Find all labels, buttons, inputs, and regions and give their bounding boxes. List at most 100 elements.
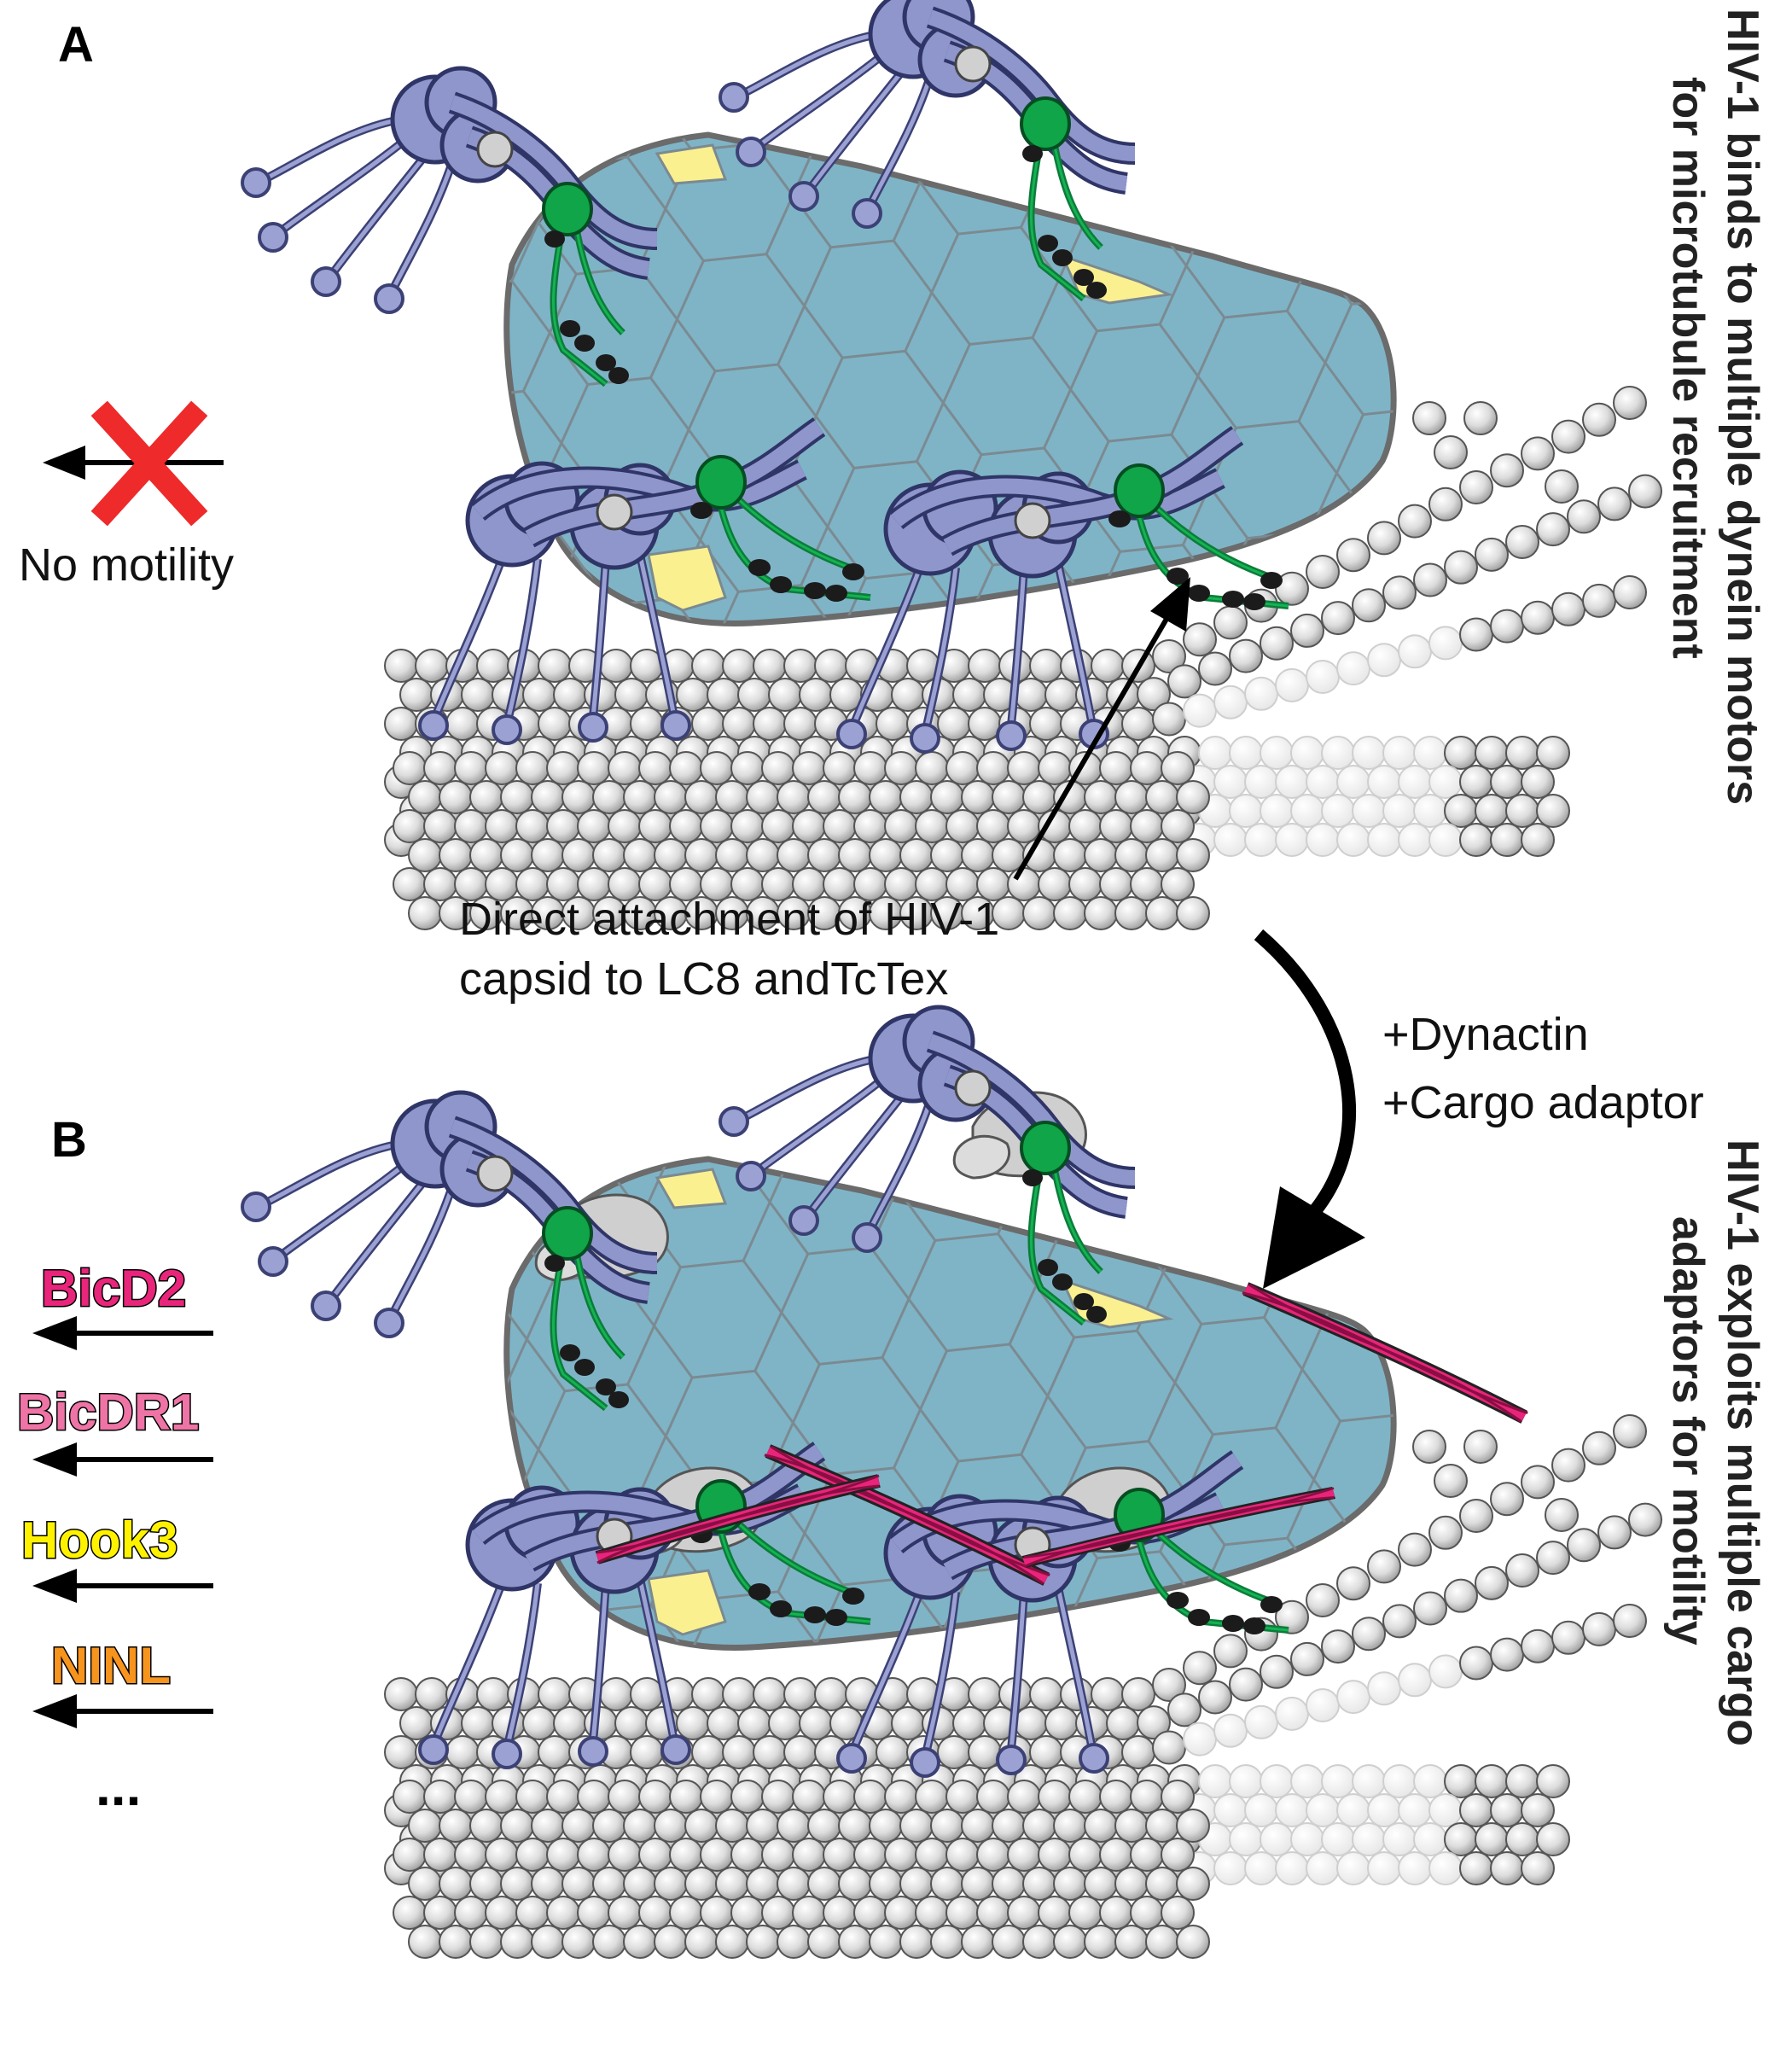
tubulin-subunit xyxy=(1022,780,1056,814)
tubulin-subunit xyxy=(915,1838,949,1872)
tubulin-subunit xyxy=(608,751,642,785)
tubulin-subunit xyxy=(1367,1671,1401,1706)
tubulin-subunit xyxy=(1398,1851,1432,1885)
tubulin-subunit xyxy=(1428,1515,1463,1550)
tubulin-subunit xyxy=(408,1867,442,1901)
tubulin-subunit xyxy=(546,809,580,843)
tubulin-subunit xyxy=(1463,401,1498,435)
tubulin-subunit xyxy=(768,678,802,712)
tubulin-subunit xyxy=(1260,794,1294,828)
tubulin-subunit xyxy=(1475,736,1509,770)
tubulin-subunit xyxy=(976,1838,1010,1872)
tubulin-subunit xyxy=(761,809,795,843)
tubulin-subunit xyxy=(399,1706,433,1740)
tubulin-subunit xyxy=(1198,1764,1232,1798)
tubulin-subunit xyxy=(384,1677,418,1711)
tubulin-subunit xyxy=(823,751,857,785)
tubulin-subunit xyxy=(1428,626,1463,661)
tubulin-subunit xyxy=(814,1677,848,1711)
tubulin-subunit xyxy=(1613,386,1647,420)
tubulin-subunit xyxy=(1161,1838,1195,1872)
tubulin-subunit xyxy=(1121,707,1155,741)
tubulin-subunit xyxy=(1551,1620,1585,1655)
tubulin-subunit xyxy=(1475,1822,1509,1856)
tubulin-subunit xyxy=(777,1925,811,1959)
tubulin-subunit xyxy=(1336,765,1370,799)
tubulin-subunit xyxy=(1099,867,1133,901)
tubulin-subunit xyxy=(1260,626,1294,661)
tubulin-subunit xyxy=(1176,838,1210,872)
tubulin-subunit xyxy=(500,1809,534,1843)
tubulin-subunit xyxy=(1628,1502,1662,1537)
tubulin-subunit xyxy=(461,678,495,712)
tubulin-subunit xyxy=(553,678,587,712)
pentamer xyxy=(655,1168,728,1209)
tubulin-subunit xyxy=(654,1867,688,1901)
tubulin-subunit xyxy=(1444,1578,1478,1613)
tubulin-subunit xyxy=(930,1867,964,1901)
tubulin-subunit xyxy=(1475,537,1509,572)
tubulin-subunit xyxy=(1114,1867,1149,1901)
tubulin-subunit xyxy=(1551,1448,1585,1483)
tubulin-subunit xyxy=(684,1809,719,1843)
tubulin-subunit xyxy=(899,1867,934,1901)
tubulin-subunit xyxy=(1413,1822,1447,1856)
tubulin-subunit xyxy=(1213,1793,1248,1827)
tubulin-subunit xyxy=(638,809,672,843)
tubulin-subunit xyxy=(884,1896,918,1930)
tubulin-subunit xyxy=(722,707,756,741)
tubulin-subunit xyxy=(1275,765,1309,799)
tubulin-subunit xyxy=(1260,1654,1294,1689)
tubulin-subunit xyxy=(1114,780,1149,814)
tubulin-subunit xyxy=(1490,453,1524,488)
tubulin-subunit xyxy=(584,1706,618,1740)
tubulin-subunit xyxy=(853,1780,887,1814)
tubulin-subunit xyxy=(1613,575,1647,609)
tubulin-subunit xyxy=(669,809,703,843)
tubulin-subunit xyxy=(415,1677,449,1711)
tubulin-subunit xyxy=(538,1677,572,1711)
tubulin-subunit xyxy=(592,1809,626,1843)
tubulin-subunit xyxy=(792,1780,826,1814)
tubulin-subunit xyxy=(899,780,934,814)
tubulin-subunit xyxy=(753,1735,787,1769)
tubulin-subunit xyxy=(937,707,971,741)
tubulin-subunit xyxy=(1536,794,1570,828)
microtubule-b xyxy=(384,1414,1662,1959)
tubulin-subunit xyxy=(1260,1764,1294,1798)
tubulin-subunit xyxy=(638,1780,672,1814)
tubulin-subunit xyxy=(415,649,449,683)
svg-text:adaptors for motility: adaptors for motility xyxy=(1663,1216,1713,1646)
tubulin-subunit xyxy=(1382,736,1417,770)
tubulin-subunit xyxy=(1382,1822,1417,1856)
tubulin-subunit xyxy=(1505,1822,1539,1856)
tubulin-subunit xyxy=(1505,1764,1539,1798)
tubulin-subunit xyxy=(584,678,618,712)
tubulin-subunit xyxy=(1306,765,1340,799)
tubulin-subunit xyxy=(408,1925,442,1959)
tubulin-subunit xyxy=(1130,1896,1164,1930)
tubulin-subunit xyxy=(393,867,427,901)
tubulin-subunit xyxy=(469,838,503,872)
tubulin-subunit xyxy=(1597,1515,1632,1550)
tubulin-subunit xyxy=(1306,1793,1340,1827)
tubulin-subunit xyxy=(1382,1764,1417,1798)
tubulin-subunit xyxy=(1475,1565,1509,1600)
panel-a-side-title: HIV-1 binds to multiple dynein motors fo… xyxy=(1663,9,1767,805)
tubulin-subunit xyxy=(691,707,725,741)
tubulin-subunit xyxy=(761,1780,795,1814)
dynactin-label: +Dynactin xyxy=(1382,1009,1589,1060)
svg-text:for microtubule recruitment: for microtubule recruitment xyxy=(1663,77,1713,659)
tubulin-subunit xyxy=(577,1896,611,1930)
tubulin-subunit xyxy=(1084,1925,1118,1959)
tubulin-subunit xyxy=(515,751,550,785)
tubulin-subunit xyxy=(992,1809,1026,1843)
tubulin-subunit xyxy=(423,1896,457,1930)
tubulin-subunit xyxy=(1490,1851,1524,1885)
tubulin-subunit xyxy=(777,1867,811,1901)
tubulin-subunit xyxy=(515,809,550,843)
tubulin-subunit xyxy=(1536,1822,1570,1856)
tubulin-subunit xyxy=(838,1867,872,1901)
tubulin-subunit xyxy=(1306,1851,1340,1885)
